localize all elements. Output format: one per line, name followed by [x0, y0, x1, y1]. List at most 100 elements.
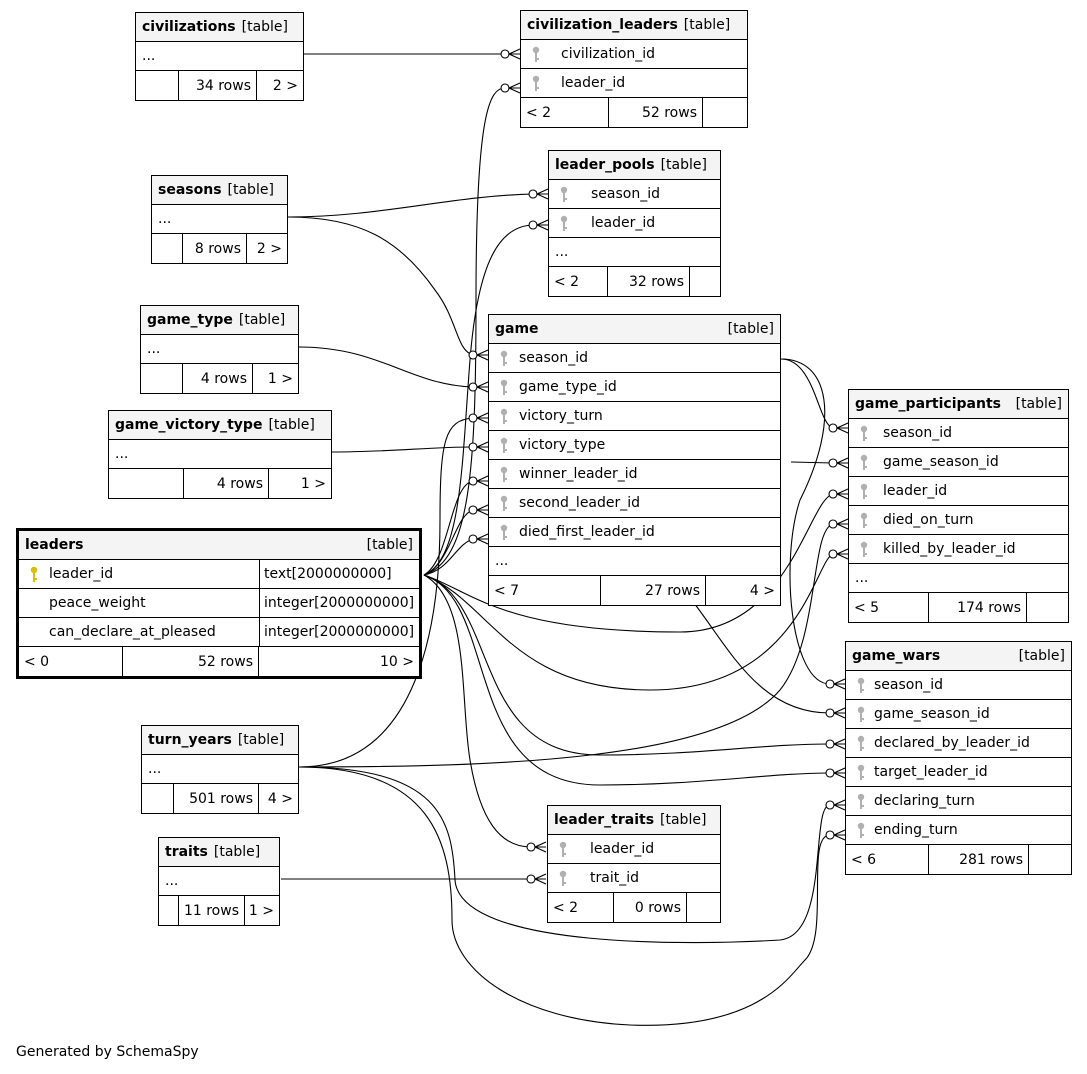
footer-rows: 27 rows: [601, 576, 706, 605]
foreign-key-icon: [560, 186, 568, 202]
column-name: game_season_id: [883, 454, 999, 470]
table-name: turn_years: [148, 732, 232, 748]
column-name: season_id: [519, 350, 588, 366]
footer-parents: < 2: [548, 893, 614, 922]
table-tag: [table]: [366, 537, 413, 553]
table-civilization-leaders[interactable]: civilization_leaders[table] civilization…: [520, 10, 748, 128]
foreign-key-icon: [860, 541, 868, 557]
column-row: target_leader_id: [846, 758, 1071, 787]
table-name: civilization_leaders: [527, 17, 678, 33]
edge-leaders-game-winner: [423, 480, 474, 576]
column-row: season_id: [846, 671, 1071, 700]
table-game-wars[interactable]: game_wars [table] season_id game_season_i…: [845, 641, 1072, 875]
column-row: ...: [136, 42, 303, 71]
column-row: second_leader_id: [489, 489, 780, 518]
fk-end-marker: [828, 457, 849, 469]
edge-leaders-wars-target: [423, 574, 831, 786]
edge-game-wars-season: [780, 358, 831, 685]
column-name: target_leader_id: [874, 764, 988, 780]
footer-rows: 8 rows: [183, 234, 247, 263]
column-name: season_id: [883, 425, 952, 441]
fk-end-marker: [526, 841, 547, 853]
column-name: can_declare_at_pleased: [49, 624, 216, 640]
footer-rows: 34 rows: [179, 71, 257, 100]
footer-parents: < 2: [521, 98, 609, 127]
table-name: game_wars: [852, 648, 941, 664]
column-row: victory_type: [489, 431, 780, 460]
table-tag: [table]: [227, 182, 274, 198]
edge-leaders-participants-leader: [423, 493, 834, 633]
edge-leaders-wars-declared: [423, 574, 831, 756]
table-tag: [table]: [660, 812, 707, 828]
table-tag: [table]: [1018, 648, 1065, 664]
foreign-key-icon: [500, 350, 508, 366]
column-name: ...: [147, 341, 161, 357]
column-name: ...: [555, 244, 569, 260]
fk-end-marker: [500, 82, 521, 94]
edge-game-wars-game-season: [693, 602, 831, 714]
column-row: leader_id: [521, 69, 747, 98]
column-name: killed_by_leader_id: [883, 541, 1016, 557]
column-row: ...: [142, 755, 298, 784]
footer-parents: [152, 234, 183, 263]
column-row: ...: [549, 238, 720, 267]
column-row: leader_id: [849, 477, 1068, 506]
table-name: civilizations: [142, 19, 236, 35]
column-row: declared_by_leader_id: [846, 729, 1071, 758]
foreign-key-icon: [860, 454, 868, 470]
edge-game-participants-season: [780, 358, 834, 429]
column-name: leader_id: [49, 566, 114, 582]
footer-parents: [136, 71, 179, 100]
footer-parents: < 7: [489, 576, 601, 605]
table-name: seasons: [158, 182, 222, 198]
edge-turn-years-wars-declaring: [298, 766, 831, 944]
foreign-key-icon: [500, 466, 508, 482]
table-tag: [table]: [238, 312, 286, 328]
table-tag: [table]: [237, 732, 285, 748]
foreign-key-icon: [857, 764, 865, 780]
column-row: winner_leader_id: [489, 460, 780, 489]
fk-end-marker: [468, 349, 489, 361]
table-game[interactable]: game[table] season_id game_type_id victo…: [488, 314, 781, 606]
column-row: died_first_leader_id: [489, 518, 780, 547]
table-game-participants[interactable]: game_participants[table] season_id game_…: [848, 389, 1069, 623]
foreign-key-icon: [500, 495, 508, 511]
column-name: trait_id: [590, 870, 639, 886]
table-name: traits: [165, 844, 208, 860]
fk-end-marker: [825, 799, 846, 811]
table-leader-traits[interactable]: leader_traits[table] leader_id trait_id …: [547, 805, 721, 923]
fk-end-marker: [825, 767, 846, 779]
edge-leaders-civilization-leaders: [423, 87, 506, 576]
table-tag: [table]: [727, 321, 774, 337]
table-tag: [table]: [268, 417, 315, 433]
column-name: died_on_turn: [883, 512, 974, 528]
column-name: ...: [158, 211, 172, 227]
fk-end-marker: [468, 475, 489, 487]
table-leader-pools[interactable]: leader_pools[table] season_id leader_id …: [548, 150, 721, 297]
footer-parents: [142, 784, 174, 813]
column-row: ...: [159, 867, 279, 896]
column-type: integer[2000000000]: [259, 589, 414, 617]
column-row: leader_id: [549, 209, 720, 238]
table-tag: [table]: [660, 157, 707, 173]
column-row: died_on_turn: [849, 506, 1068, 535]
footer-children: 1 >: [248, 902, 274, 919]
footer-parents: [159, 896, 179, 925]
footer-rows: 0 rows: [614, 893, 687, 922]
foreign-key-icon: [532, 46, 540, 62]
column-row: game_season_id: [846, 700, 1071, 729]
column-row: civilization_id: [521, 40, 747, 69]
column-row: game_season_id: [849, 448, 1068, 477]
table-tag: [table]: [241, 19, 289, 35]
column-name: ...: [142, 48, 156, 64]
foreign-key-icon: [857, 706, 865, 722]
